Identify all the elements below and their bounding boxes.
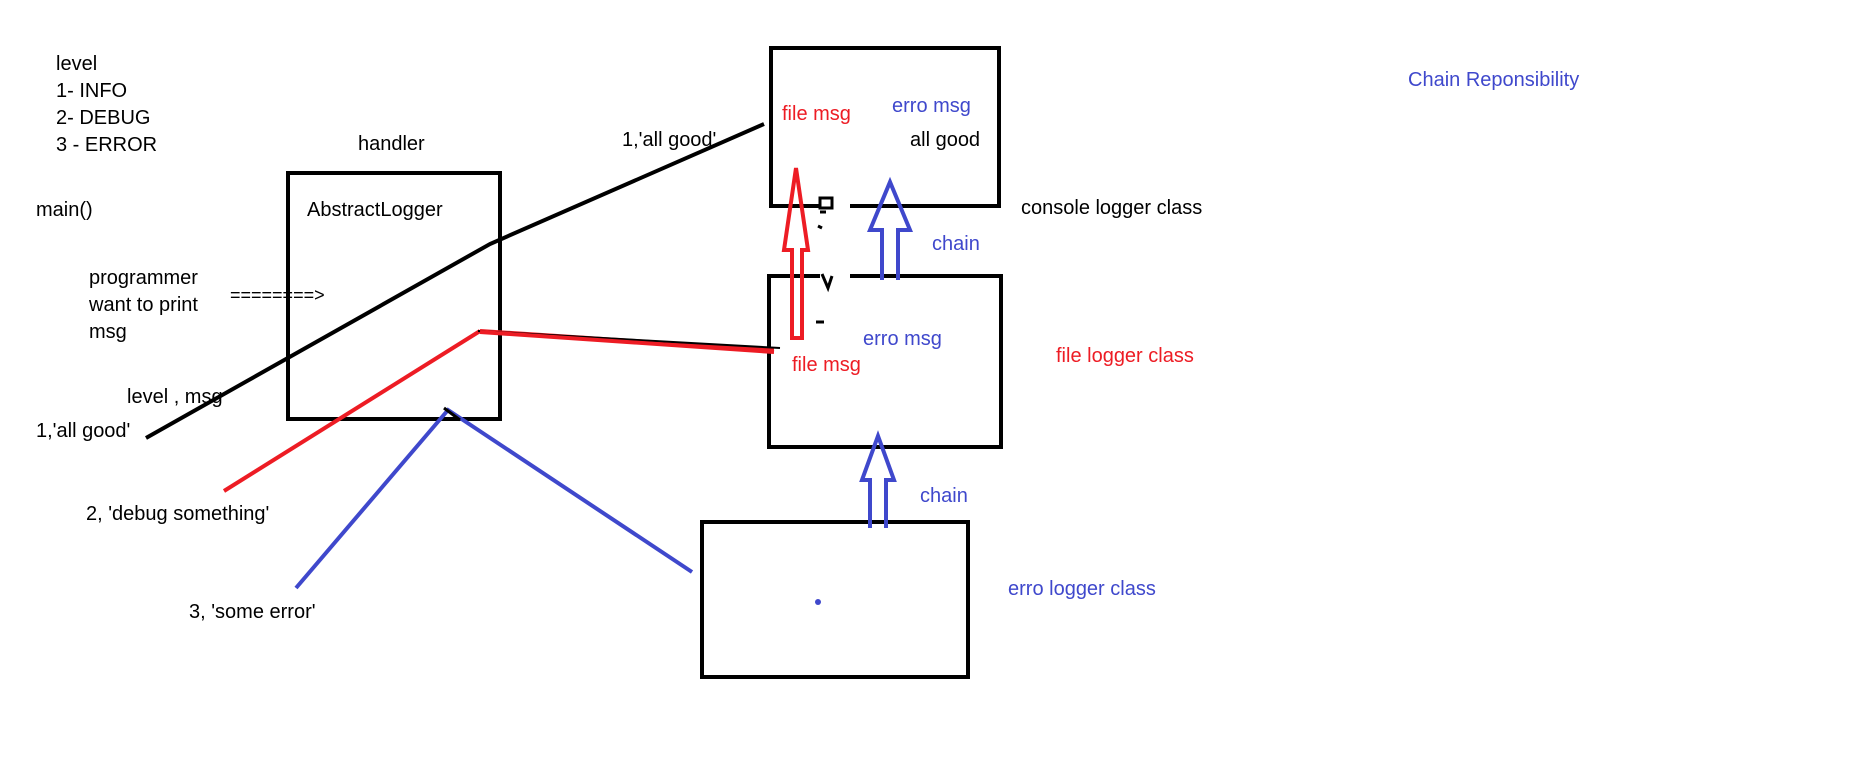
- blue-request-line: [294, 407, 694, 590]
- file-erro-msg: erro msg: [863, 328, 942, 350]
- small-square: [818, 196, 834, 210]
- equals-arrow: ========>: [230, 285, 325, 305]
- level-msg-label: level , msg: [127, 386, 223, 408]
- dot: [815, 599, 821, 605]
- black-request-line: [145, 122, 765, 440]
- programmer-line-3: msg: [89, 321, 127, 343]
- eraser-mark: [816, 210, 834, 324]
- programmer-line-1: programmer: [89, 267, 198, 289]
- erro-logger-class-label: erro logger class: [1008, 578, 1156, 600]
- level-heading: level: [56, 53, 97, 75]
- debug-something-label: 2, 'debug something': [86, 503, 269, 525]
- red-request-line-1: [222, 329, 482, 493]
- chain-upper-label: chain: [932, 233, 980, 255]
- file-logger-class-label: file logger class: [1056, 345, 1194, 367]
- file-logger-box: [767, 274, 1003, 449]
- handler-label: handler: [358, 133, 425, 155]
- console-all-good: all good: [910, 129, 980, 151]
- console-logger-class-label: console logger class: [1021, 197, 1202, 219]
- all-good-top: 1,'all good': [622, 129, 716, 151]
- erro-logger-box: [700, 520, 970, 679]
- file-file-msg: file msg: [792, 354, 861, 376]
- abstract-logger-label: AbstractLogger: [307, 199, 443, 221]
- main-label: main(): [36, 199, 93, 221]
- eraser-smudge: [820, 200, 850, 330]
- black-tick: [443, 406, 461, 422]
- abstract-logger-box: [286, 171, 502, 421]
- chain-reponsibility-title: Chain Reponsibility: [1408, 69, 1579, 91]
- all-good-left: 1,'all good': [36, 420, 130, 442]
- chain-lower-label: chain: [920, 485, 968, 507]
- some-error-label: 3, 'some error': [189, 601, 316, 623]
- level-error: 3 - ERROR: [56, 134, 157, 156]
- level-debug: 2- DEBUG: [56, 107, 150, 129]
- chain-arrow-upper: [867, 176, 913, 280]
- console-erro-msg: erro msg: [892, 95, 971, 117]
- chain-arrow-lower: [859, 430, 897, 528]
- console-file-msg: file msg: [782, 103, 851, 125]
- programmer-line-2: want to print: [88, 294, 198, 316]
- console-logger-box: [769, 46, 1001, 208]
- red-up-arrow: [781, 167, 811, 340]
- red-request-line-3: [479, 330, 775, 354]
- level-info: 1- INFO: [56, 80, 127, 102]
